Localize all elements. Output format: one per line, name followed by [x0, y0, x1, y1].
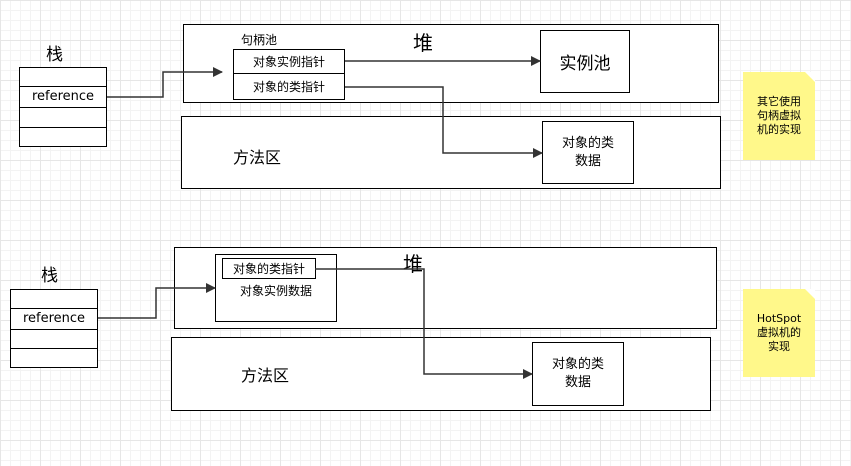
instance-pointer-cell: 对象实例指针 — [234, 50, 344, 74]
heap-title: 堆 — [413, 31, 433, 55]
sticky-note: 其它使用 句柄虚拟 机的实现 — [743, 72, 815, 160]
stack: reference — [10, 289, 98, 368]
stack-title: 栈 — [41, 266, 58, 286]
note-line3: 实现 — [768, 340, 790, 353]
stack-slot — [20, 127, 106, 148]
reference-label: reference — [22, 311, 86, 326]
reference-to-handle-arrow — [107, 67, 223, 98]
class-pointer-label: 对象的类指针 — [252, 80, 325, 94]
handle-pool-title: 句柄池 — [241, 33, 278, 47]
reference-label: reference — [31, 89, 95, 104]
heap-title: 堆 — [403, 252, 423, 276]
note-line2: 虚拟机的 — [757, 326, 801, 339]
stack: reference — [19, 67, 107, 147]
reference-to-object-arrow — [98, 283, 216, 319]
note-line2: 句柄虚拟 — [757, 109, 801, 122]
class-data-line1: 对象的类 — [551, 357, 604, 372]
class-data-box: 对象的类 数据 — [532, 342, 624, 406]
class-pointer-label: 对象的类指针 — [232, 262, 305, 276]
instance-pool: 实例池 — [540, 30, 630, 93]
class-data-line2: 数据 — [574, 153, 601, 169]
method-area-title: 方法区 — [241, 366, 290, 385]
note-line1: 其它使用 — [757, 95, 801, 108]
stack-slot — [11, 348, 97, 369]
instance-pointer-label: 对象实例指针 — [252, 55, 325, 69]
note-line1: HotSpot — [756, 312, 802, 325]
class-pointer-cell: 对象的类指针 — [234, 74, 344, 99]
object-box: 对象的类指针 对象实例数据 — [215, 254, 337, 322]
class-pointer-arrow — [345, 86, 543, 158]
stack-slot: reference — [11, 308, 97, 330]
class-data-line2: 数据 — [564, 375, 591, 390]
sticky-note: HotSpot 虚拟机的 实现 — [743, 289, 815, 377]
stack-slot: reference — [20, 86, 106, 108]
class-data-line1: 对象的类 — [561, 135, 614, 151]
note-line3: 机的实现 — [757, 123, 801, 136]
stack-slot — [20, 107, 106, 128]
instance-data-label: 对象实例数据 — [240, 284, 313, 298]
handle-pool: 对象实例指针 对象的类指针 — [233, 49, 345, 100]
method-area-title: 方法区 — [233, 148, 282, 167]
instance-pool-label: 实例池 — [559, 54, 611, 74]
class-data-box: 对象的类 数据 — [542, 121, 634, 184]
stack-slot — [11, 329, 97, 349]
class-pointer-arrow — [315, 268, 533, 379]
stack-title: 栈 — [46, 45, 63, 65]
